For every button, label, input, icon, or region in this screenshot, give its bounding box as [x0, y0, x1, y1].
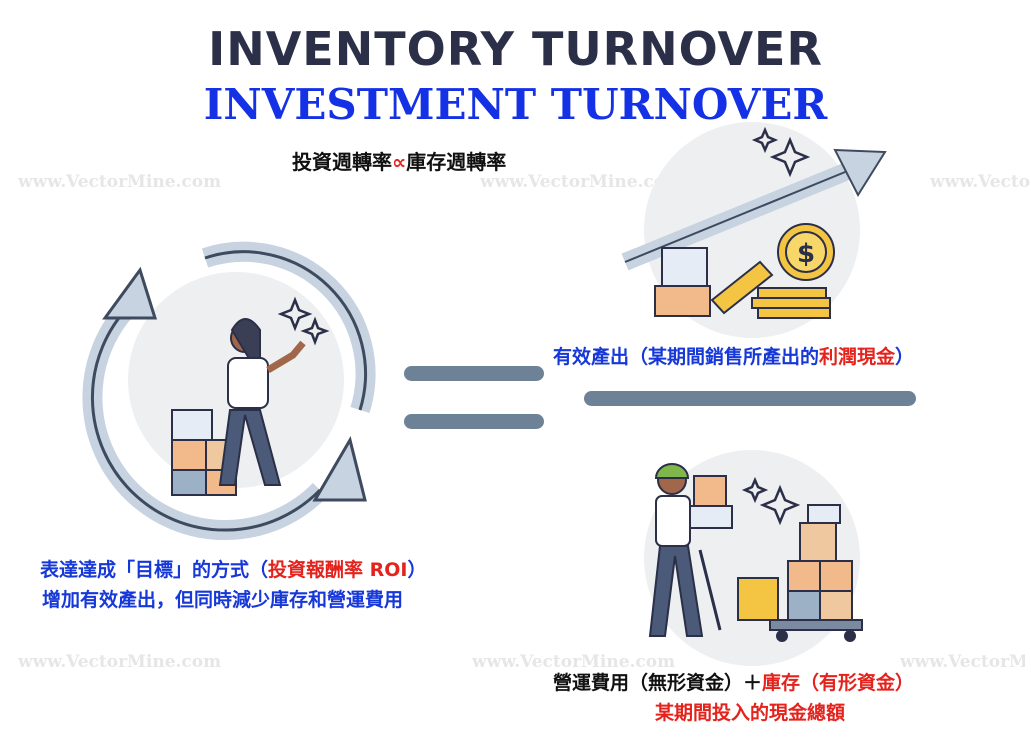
watermark: www.VectorMine.com — [18, 172, 222, 192]
numerator-label: 有效產出（某期間銷售所產出的 — [553, 346, 820, 368]
operating-expense-text: 營運費用（無形資金）＋ — [553, 672, 763, 694]
equals-bar-bottom — [404, 414, 544, 429]
watermark: www.VectorMine.com — [480, 172, 684, 192]
formula-symbol: ∝ — [392, 150, 407, 174]
watermark: www.VectorMine.com — [930, 172, 1030, 192]
sparkle-icon — [751, 126, 811, 178]
left-caption-line1: 表達達成「目標」的方式（投資報酬率 ROI） — [40, 555, 427, 582]
watermark: www.VectorMine.com — [900, 652, 1025, 672]
formula-left: 投資週轉率 — [292, 150, 392, 174]
dollar-coin-icon: $ — [777, 223, 835, 281]
cycle-arrows-icon — [82, 241, 376, 541]
left-caption-line2: 增加有效產出，但同時減少庫存和營運費用 — [42, 589, 404, 611]
formula-right: 庫存週轉率 — [406, 150, 507, 174]
watermark: www.VectorMine.com — [472, 652, 676, 672]
page-title: INVENTORY TURNOVER — [208, 22, 823, 76]
fraction-bar — [584, 391, 916, 406]
worker-with-boxes-icon — [171, 318, 306, 496]
watermark: www.VectorMine.com — [18, 652, 222, 672]
page-subtitle: INVESTMENT TURNOVER — [203, 80, 828, 129]
delivery-worker-icon — [648, 463, 863, 642]
inventory-text: 庫存（有形資金） — [762, 672, 915, 694]
caption-text: 表達達成「目標」的方式（ — [40, 559, 269, 581]
sparkle-icon — [741, 476, 801, 526]
svg-text:$: $ — [797, 239, 815, 269]
roi-text: 投資報酬率 ROI — [268, 559, 408, 581]
growth-arrow-icon — [621, 148, 887, 271]
formula: 投資週轉率∝庫存週轉率 — [292, 146, 506, 175]
denominator-line2: 某期間投入的現金總額 — [655, 702, 846, 724]
numerator-text: 有效產出（某期間銷售所產出的利潤現金） — [553, 342, 914, 369]
sparkle-icon — [277, 296, 330, 346]
denominator-text: 營運費用（無形資金）＋庫存（有形資金） — [553, 668, 914, 695]
equals-bar-top — [404, 366, 544, 381]
caption-text: ） — [407, 559, 427, 581]
numerator-label: ） — [895, 346, 915, 368]
profit-cash-text: 利潤現金 — [819, 346, 896, 368]
